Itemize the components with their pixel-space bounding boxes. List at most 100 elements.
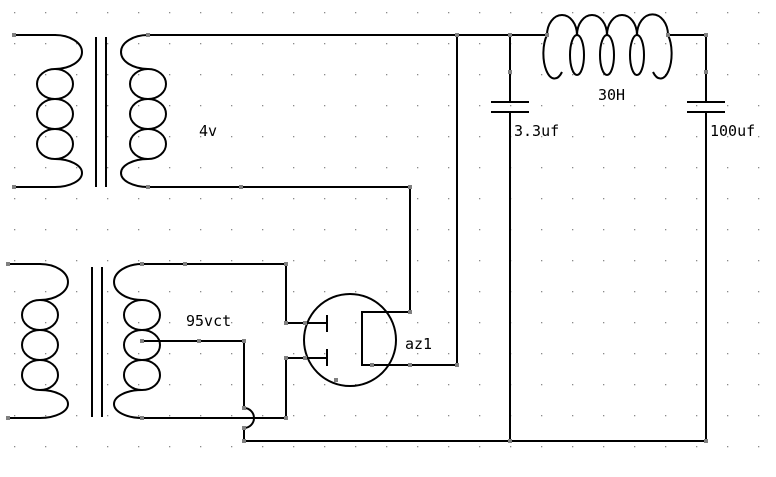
grid-dot — [169, 229, 171, 231]
grid-dot — [479, 43, 481, 45]
grid-dot — [45, 105, 47, 107]
grid-dot — [169, 74, 171, 76]
grid-dot — [417, 229, 419, 231]
grid-dot — [727, 291, 729, 293]
junction-node — [242, 339, 246, 343]
filament-primary-loops — [54, 68, 74, 160]
grid-dot — [448, 74, 450, 76]
tube-cathode — [361, 311, 411, 366]
grid-dot — [45, 415, 47, 417]
grid-dot — [107, 12, 109, 14]
grid-dot — [293, 384, 295, 386]
grid-dot — [541, 167, 543, 169]
grid-dot — [262, 167, 264, 169]
grid-dot — [76, 322, 78, 324]
grid-dot — [448, 415, 450, 417]
grid-dot — [572, 74, 574, 76]
junction-node — [6, 416, 10, 420]
grid-dot — [541, 260, 543, 262]
junction-node — [704, 33, 708, 37]
grid-dot — [293, 74, 295, 76]
grid-dot — [758, 167, 760, 169]
grid-dot — [76, 384, 78, 386]
grid-dot — [45, 353, 47, 355]
junction-node — [284, 356, 288, 360]
filament-primary-winding — [13, 34, 83, 188]
grid-dot — [262, 446, 264, 448]
grid-dot — [324, 12, 326, 14]
grid-dot — [355, 384, 357, 386]
grid-dot — [603, 136, 605, 138]
grid-dot — [696, 229, 698, 231]
hv-primary-winding — [7, 263, 69, 419]
grid-dot — [634, 384, 636, 386]
grid-dot — [634, 105, 636, 107]
filament-transformer-core — [95, 37, 107, 187]
grid-dot — [45, 260, 47, 262]
grid-dot — [727, 353, 729, 355]
grid-dot — [572, 136, 574, 138]
grid-dot — [665, 43, 667, 45]
grid-dot — [634, 136, 636, 138]
circuit-wiring — [141, 34, 707, 442]
grid-dot — [479, 198, 481, 200]
grid-dot — [324, 229, 326, 231]
label-inductor: 30H — [598, 86, 625, 104]
grid-dot — [169, 446, 171, 448]
junction-node — [140, 262, 144, 266]
grid-dot — [231, 105, 233, 107]
grid-dot — [45, 229, 47, 231]
grid-dot — [138, 446, 140, 448]
grid-dot — [293, 353, 295, 355]
grid-dot — [262, 260, 264, 262]
grid-dot — [727, 43, 729, 45]
grid-dot — [107, 43, 109, 45]
grid-dot — [417, 12, 419, 14]
grid-dot — [293, 105, 295, 107]
grid-dot — [231, 74, 233, 76]
grid-dot — [603, 229, 605, 231]
grid-dot — [448, 167, 450, 169]
grid-dot — [355, 291, 357, 293]
grid-dot — [45, 43, 47, 45]
grid-dot — [417, 353, 419, 355]
grid-dot — [696, 384, 698, 386]
grid-dot — [572, 105, 574, 107]
grid-dot — [200, 74, 202, 76]
grid-dot — [262, 353, 264, 355]
center-tap-wire — [141, 340, 245, 409]
grid-dot — [231, 43, 233, 45]
junction-node — [284, 321, 288, 325]
grid-dot — [45, 384, 47, 386]
grid-dot — [727, 198, 729, 200]
grid-dot — [510, 105, 512, 107]
junction-node — [455, 33, 459, 37]
grid-dot — [231, 384, 233, 386]
grid-dot — [293, 415, 295, 417]
grid-dot — [355, 353, 357, 355]
grid-dot — [200, 322, 202, 324]
grid-dot — [603, 291, 605, 293]
junction-node — [370, 363, 374, 367]
grid-dot — [541, 353, 543, 355]
grid-dot — [200, 353, 202, 355]
grid-dot — [324, 43, 326, 45]
grid-dot — [696, 43, 698, 45]
junction-node — [284, 416, 288, 420]
grid-dot — [541, 229, 543, 231]
grid-dot — [262, 12, 264, 14]
grid-dot — [138, 136, 140, 138]
grid-dot — [231, 167, 233, 169]
grid-dot — [603, 260, 605, 262]
grid-dot — [355, 322, 357, 324]
grid-dot — [262, 291, 264, 293]
component-labels: 4v 95vct az1 30H 3.3uf 100uf — [186, 86, 755, 353]
circuit-nodes — [6, 33, 708, 443]
junction-node — [666, 33, 670, 37]
grid-dot — [417, 291, 419, 293]
grid-dot — [324, 415, 326, 417]
grid-dot — [107, 105, 109, 107]
grid-dot — [572, 260, 574, 262]
grid-dot — [386, 198, 388, 200]
